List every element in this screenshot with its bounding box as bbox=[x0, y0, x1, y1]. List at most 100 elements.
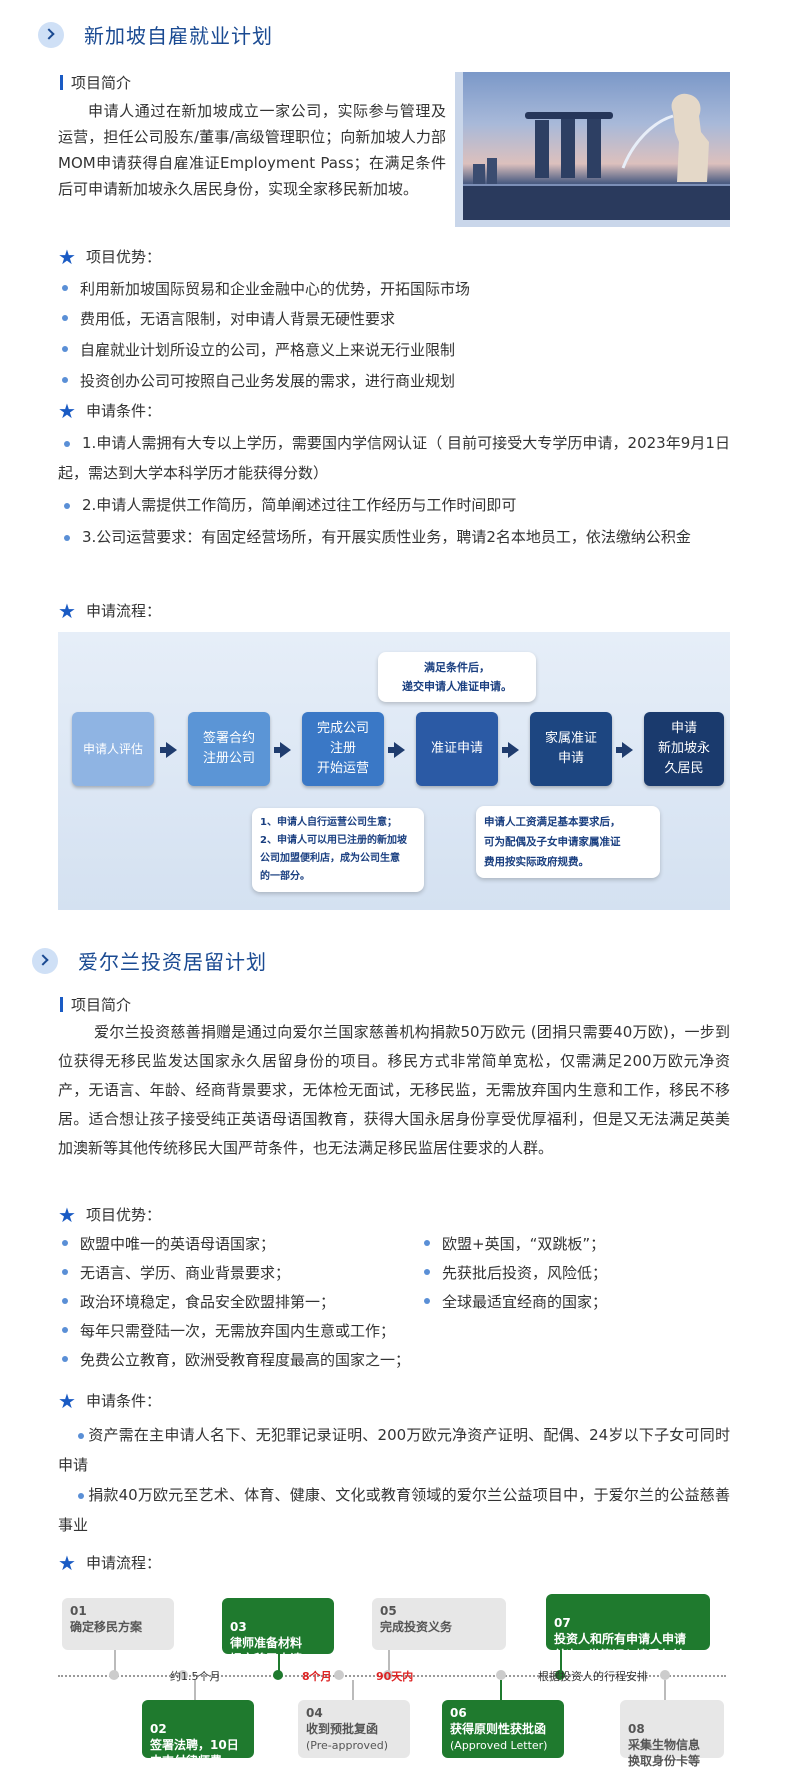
timeline-connector bbox=[114, 1650, 116, 1674]
bullet-icon bbox=[62, 345, 68, 352]
section2-intro-text: 爱尔兰投资慈善捐赠是通过向爱尔兰国家慈善机构捐款50万欧元 (团捐只需要40万欧… bbox=[58, 1023, 730, 1157]
section1-flowchart: 满足条件后， 递交申请人准证申请。 申请人评估 签署合约 注册公司 完成公司 注… bbox=[58, 632, 730, 910]
list-item: 投资创办公司可按照自己业务发展的需求，进行商业规划 bbox=[62, 370, 455, 392]
timeline-marker bbox=[496, 1670, 506, 1680]
bullet-icon bbox=[78, 1492, 84, 1499]
timeline-label: 8个月 bbox=[302, 1670, 332, 1683]
singapore-photo bbox=[455, 72, 730, 227]
bullet-icon bbox=[62, 1326, 68, 1333]
star-icon: ★ bbox=[58, 1550, 76, 1575]
list-item: 全球最适宜经商的国家； bbox=[424, 1291, 607, 1313]
timeline-label: 90天内 bbox=[376, 1670, 414, 1683]
arrow-right-icon bbox=[616, 742, 633, 758]
star-icon: ★ bbox=[58, 398, 76, 423]
arrow-right-icon bbox=[274, 742, 291, 758]
list-item: 费用低，无语言限制，对申请人背景无硬性要求 bbox=[62, 308, 395, 330]
list-item: 欧盟中唯一的英语母语国家； bbox=[62, 1233, 275, 1255]
bullet-icon bbox=[424, 1268, 430, 1275]
label-bar-icon bbox=[60, 997, 63, 1012]
section2-header: 爱尔兰投资居留计划 bbox=[32, 946, 267, 975]
list-item: 2.申请人需提供工作简历，简单阐述过往工作经历与工作时间即可 bbox=[58, 490, 730, 520]
bullet-icon bbox=[62, 1297, 68, 1304]
bullet-icon bbox=[62, 314, 68, 321]
timeline-connector bbox=[664, 1680, 666, 1700]
timeline-step-06: 06 获得原则性获批函 (Approved Letter) bbox=[442, 1700, 564, 1758]
section1-process-label: ★ 申请流程： bbox=[58, 598, 161, 623]
list-item: 1.申请人需拥有大专以上学历，需要国内学信网认证（ 目前可接受大专学历申请，20… bbox=[58, 434, 730, 482]
list-item: 免费公立教育，欧洲受教育程度最高的国家之一； bbox=[62, 1349, 410, 1371]
timeline-step-01: 01 确定移民方案 bbox=[62, 1598, 174, 1650]
list-item: 先获批后投资，风险低； bbox=[424, 1262, 607, 1284]
list-item: 资产需在主申请人名下、无犯罪记录证明、200万欧元净资产证明、配偶、24岁以下子… bbox=[58, 1426, 730, 1474]
star-icon: ★ bbox=[58, 1388, 76, 1413]
timeline-marker bbox=[555, 1670, 565, 1680]
flow-step-6: 申请 新加坡永 久居民 bbox=[644, 712, 724, 786]
section1-header: 新加坡自雇就业计划 bbox=[38, 20, 273, 49]
bullet-icon bbox=[62, 284, 68, 291]
timeline-label: 根据投资人的行程安排 bbox=[538, 1670, 648, 1683]
bullet-icon bbox=[64, 440, 70, 447]
list-item: 政治环境稳定，食品安全欧盟排第一； bbox=[62, 1291, 335, 1313]
section1-intro-text: 申请人通过在新加坡成立一家公司，实际参与管理及运营，担任公司股东/董事/高级管理… bbox=[58, 102, 446, 198]
section2-advantages-label: ★ 项目优势： bbox=[58, 1202, 161, 1227]
section1-title: 新加坡自雇就业计划 bbox=[84, 24, 273, 48]
timeline-connector bbox=[560, 1650, 562, 1674]
timeline-connector bbox=[278, 1654, 280, 1674]
timeline-connector bbox=[194, 1680, 196, 1700]
section2-process-label: ★ 申请流程： bbox=[58, 1550, 161, 1575]
timeline-connector bbox=[352, 1680, 354, 1700]
bullet-icon bbox=[424, 1239, 430, 1246]
section1-advantages-label: ★ 项目优势： bbox=[58, 244, 161, 269]
timeline-marker bbox=[178, 1670, 188, 1680]
list-item: 欧盟+英国，“双跳板”； bbox=[424, 1233, 605, 1255]
flow-note-right: 申请人工资满足基本要求后， 可为配偶及子女申请家属准证 费用按实际政府规费。 bbox=[476, 806, 660, 878]
timeline-step-05: 05 完成投资义务 bbox=[372, 1598, 506, 1650]
flow-step-2: 签署合约 注册公司 bbox=[188, 712, 270, 786]
bullet-icon bbox=[62, 1355, 68, 1362]
timeline-marker bbox=[383, 1670, 393, 1680]
label-bar-icon bbox=[60, 75, 63, 90]
bullet-icon bbox=[78, 1432, 84, 1439]
timeline-step-04: 04 收到预批复函 (Pre-approved) bbox=[298, 1700, 410, 1758]
bullet-icon bbox=[64, 534, 70, 541]
timeline-connector bbox=[500, 1680, 502, 1700]
section1-conditions-label: ★ 申请条件： bbox=[58, 398, 161, 423]
section2-conditions-label: ★ 申请条件： bbox=[58, 1388, 161, 1413]
star-icon: ★ bbox=[58, 1202, 76, 1227]
arrow-right-icon bbox=[388, 742, 405, 758]
star-icon: ★ bbox=[58, 244, 76, 269]
list-item: 自雇就业计划所设立的公司，严格意义上来说无行业限制 bbox=[62, 339, 455, 361]
timeline-label: 约1.5个月 bbox=[170, 1670, 221, 1683]
list-item: 每年只需登陆一次，无需放弃国内生意或工作； bbox=[62, 1320, 395, 1342]
timeline-marker bbox=[109, 1670, 119, 1680]
list-item: 捐款40万欧元至艺术、体育、健康、文化或教育领域的爱尔兰公益项目中，于爱尔兰的公… bbox=[58, 1486, 730, 1534]
timeline-marker bbox=[273, 1670, 283, 1680]
bullet-icon bbox=[62, 1239, 68, 1246]
bullet-icon bbox=[62, 376, 68, 383]
star-icon: ★ bbox=[58, 598, 76, 623]
flow-step-5: 家属准证 申请 bbox=[530, 712, 612, 786]
flow-note-left: 1、申请人自行运营公司生意； 2、申请人可以用已注册的新加坡 公司加盟便利店，成… bbox=[252, 808, 424, 892]
flow-note-top: 满足条件后， 递交申请人准证申请。 bbox=[378, 652, 536, 702]
bullet-icon bbox=[64, 502, 70, 509]
list-item: 利用新加坡国际贸易和企业金融中心的优势，开拓国际市场 bbox=[62, 278, 470, 300]
flow-step-4: 准证申请 bbox=[416, 712, 498, 786]
arrow-right-icon bbox=[502, 742, 519, 758]
bullet-icon bbox=[424, 1297, 430, 1304]
arrow-right-icon bbox=[160, 742, 177, 758]
flow-step-3: 完成公司 注册 开始运营 bbox=[302, 712, 384, 786]
bullet-icon bbox=[62, 1268, 68, 1275]
timeline-marker bbox=[660, 1670, 670, 1680]
chevron-right-icon bbox=[38, 21, 64, 48]
timeline-connector bbox=[388, 1650, 390, 1674]
section2-intro-label: 项目简介 bbox=[60, 994, 131, 1015]
chevron-right-icon bbox=[32, 947, 58, 974]
list-item: 3.公司运营要求：有固定经营场所，有开展实质性业务，聘请2名本地员工，依法缴纳公… bbox=[58, 522, 730, 552]
section2-title: 爱尔兰投资居留计划 bbox=[78, 950, 267, 974]
timeline-marker bbox=[334, 1670, 344, 1680]
section1-intro-label: 项目简介 bbox=[60, 72, 131, 93]
